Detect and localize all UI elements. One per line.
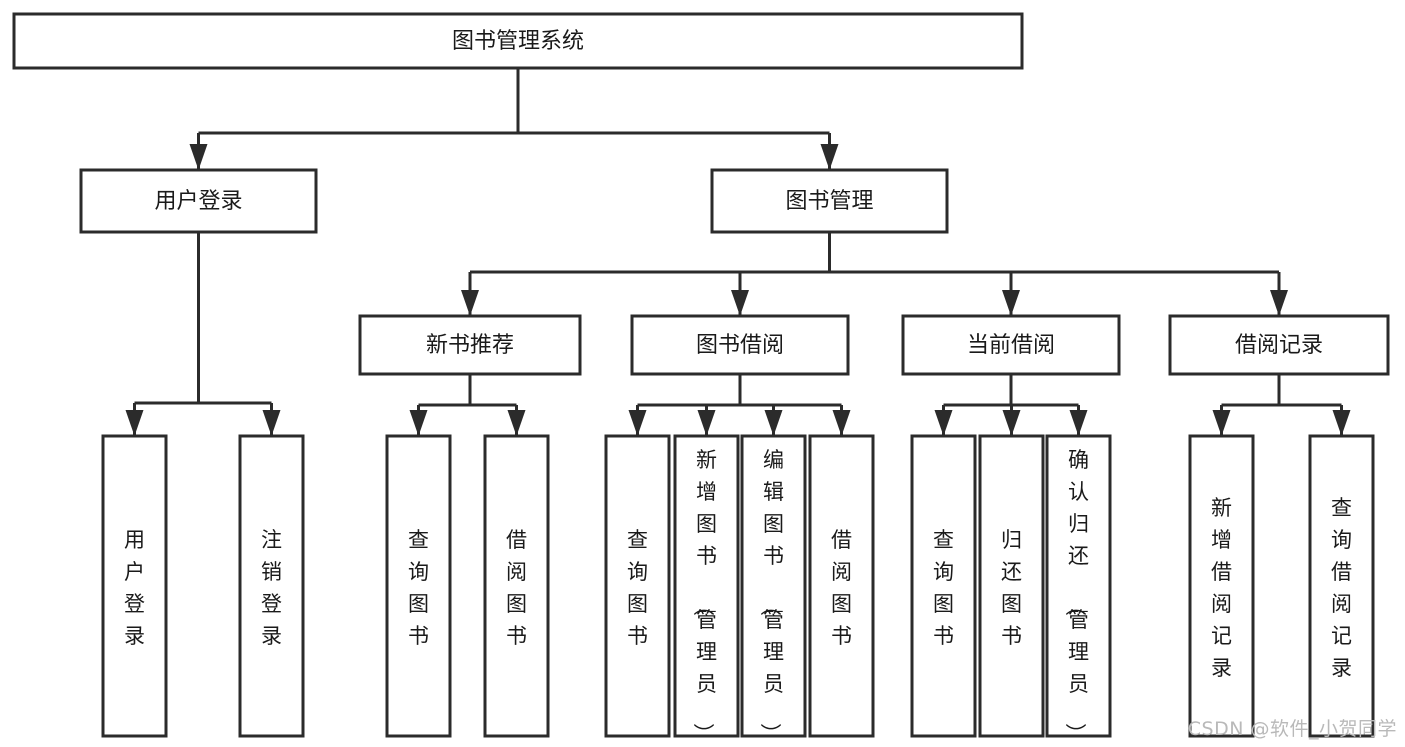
node-borrow-records[interactable]: 借阅记录 xyxy=(1168,314,1390,376)
node-label: 新增借阅记录 xyxy=(1211,496,1232,680)
node-label: 用户登录 xyxy=(154,189,242,214)
node-label: 借阅记录 xyxy=(1235,333,1323,358)
node-label: 确认归还（管理员） xyxy=(1063,448,1089,744)
node-label: 借阅图书 xyxy=(831,528,852,648)
node-label: 查询图书 xyxy=(933,528,954,648)
arrow-head-icon xyxy=(731,290,749,316)
node-leaf-borrow-book-rec[interactable]: 借阅图书 xyxy=(483,434,550,738)
node-box[interactable] xyxy=(673,434,740,738)
connector-group xyxy=(628,374,851,436)
node-user-login[interactable]: 用户登录 xyxy=(79,168,318,234)
node-box[interactable] xyxy=(358,314,582,376)
arrow-head-icon xyxy=(820,144,839,170)
node-box[interactable] xyxy=(604,434,671,738)
node-layer: 图书管理系统用户登录图书管理新书推荐图书借阅当前借阅借阅记录用户登录注销登录查询… xyxy=(12,12,1390,744)
arrow-head-icon xyxy=(409,410,428,436)
node-label: 注销登录 xyxy=(261,528,282,648)
node-label: 编辑图书（管理员） xyxy=(758,448,784,744)
node-label: 借阅图书 xyxy=(506,528,527,648)
arrow-head-icon xyxy=(189,144,208,170)
node-box[interactable] xyxy=(101,434,168,738)
node-leaf-confirm-return-admin[interactable]: 确认归还（管理员） xyxy=(1045,434,1112,744)
connector-group xyxy=(934,374,1088,436)
node-label: 用户登录 xyxy=(124,528,145,648)
arrow-head-icon xyxy=(934,410,953,436)
connector-group xyxy=(1212,374,1351,436)
node-box[interactable] xyxy=(710,168,949,234)
node-box[interactable] xyxy=(238,434,305,738)
node-leaf-query-book-rec[interactable]: 查询图书 xyxy=(385,434,452,738)
node-label: 新书推荐 xyxy=(426,333,514,358)
node-leaf-query-book-borrow[interactable]: 查询图书 xyxy=(604,434,671,738)
node-box[interactable] xyxy=(630,314,850,376)
node-box[interactable] xyxy=(1168,314,1390,376)
node-leaf-return-book[interactable]: 归还图书 xyxy=(978,434,1045,738)
node-leaf-borrow-book[interactable]: 借阅图书 xyxy=(808,434,875,738)
node-leaf-add-book-admin[interactable]: 新增图书（管理员） xyxy=(673,434,740,744)
node-leaf-edit-book-admin[interactable]: 编辑图书（管理员） xyxy=(740,434,807,744)
node-box[interactable] xyxy=(385,434,452,738)
node-book-borrow[interactable]: 图书借阅 xyxy=(630,314,850,376)
node-label: 图书借阅 xyxy=(696,333,784,358)
node-leaf-add-borrow-record[interactable]: 新增借阅记录 xyxy=(1188,434,1255,738)
connector-group xyxy=(125,232,281,436)
node-box[interactable] xyxy=(901,314,1121,376)
arrow-head-icon xyxy=(262,410,281,436)
node-box[interactable] xyxy=(1308,434,1375,738)
node-leaf-query-borrow-record[interactable]: 查询借阅记录 xyxy=(1308,434,1375,738)
arrow-head-icon xyxy=(1212,410,1231,436)
node-label: 归还图书 xyxy=(1001,528,1022,648)
node-leaf-user-logout[interactable]: 注销登录 xyxy=(238,434,305,738)
node-label: 查询图书 xyxy=(408,528,429,648)
node-box[interactable] xyxy=(483,434,550,738)
node-new-book-recommend[interactable]: 新书推荐 xyxy=(358,314,582,376)
node-label: 当前借阅 xyxy=(967,333,1055,358)
connector-group xyxy=(461,232,1288,316)
node-box[interactable] xyxy=(1188,434,1255,738)
node-current-borrow[interactable]: 当前借阅 xyxy=(901,314,1121,376)
node-box[interactable] xyxy=(808,434,875,738)
node-box[interactable] xyxy=(910,434,977,738)
node-label: 图书管理 xyxy=(785,189,873,214)
node-box[interactable] xyxy=(1045,434,1112,738)
arrow-head-icon xyxy=(461,290,479,316)
node-label: 查询借阅记录 xyxy=(1331,496,1352,680)
node-box[interactable] xyxy=(978,434,1045,738)
node-book-management[interactable]: 图书管理 xyxy=(710,168,949,234)
arrow-head-icon xyxy=(832,410,851,436)
node-label: 图书管理系统 xyxy=(452,29,584,54)
node-label: 新增图书（管理员） xyxy=(691,448,717,744)
node-box[interactable] xyxy=(740,434,807,738)
connector-group xyxy=(189,68,839,170)
node-box[interactable] xyxy=(12,12,1024,70)
arrow-head-icon xyxy=(1332,410,1351,436)
watermark-text: CSDN @软件_小贺同学 xyxy=(1187,718,1397,740)
arrow-head-icon xyxy=(1270,290,1288,316)
arrow-head-icon xyxy=(125,410,144,436)
arrow-head-icon xyxy=(507,410,526,436)
node-root[interactable]: 图书管理系统 xyxy=(12,12,1024,70)
arrow-head-icon xyxy=(1069,410,1088,436)
node-leaf-query-book-current[interactable]: 查询图书 xyxy=(910,434,977,738)
arrow-head-icon xyxy=(628,410,647,436)
node-label: 查询图书 xyxy=(627,528,648,648)
arrow-head-icon xyxy=(697,410,716,436)
arrow-head-icon xyxy=(1002,290,1020,316)
node-leaf-user-login[interactable]: 用户登录 xyxy=(101,434,168,738)
connector-layer xyxy=(125,68,1351,436)
connector-group xyxy=(409,374,526,436)
arrow-head-icon xyxy=(1002,410,1021,436)
node-box[interactable] xyxy=(79,168,318,234)
arrow-head-icon xyxy=(764,410,783,436)
